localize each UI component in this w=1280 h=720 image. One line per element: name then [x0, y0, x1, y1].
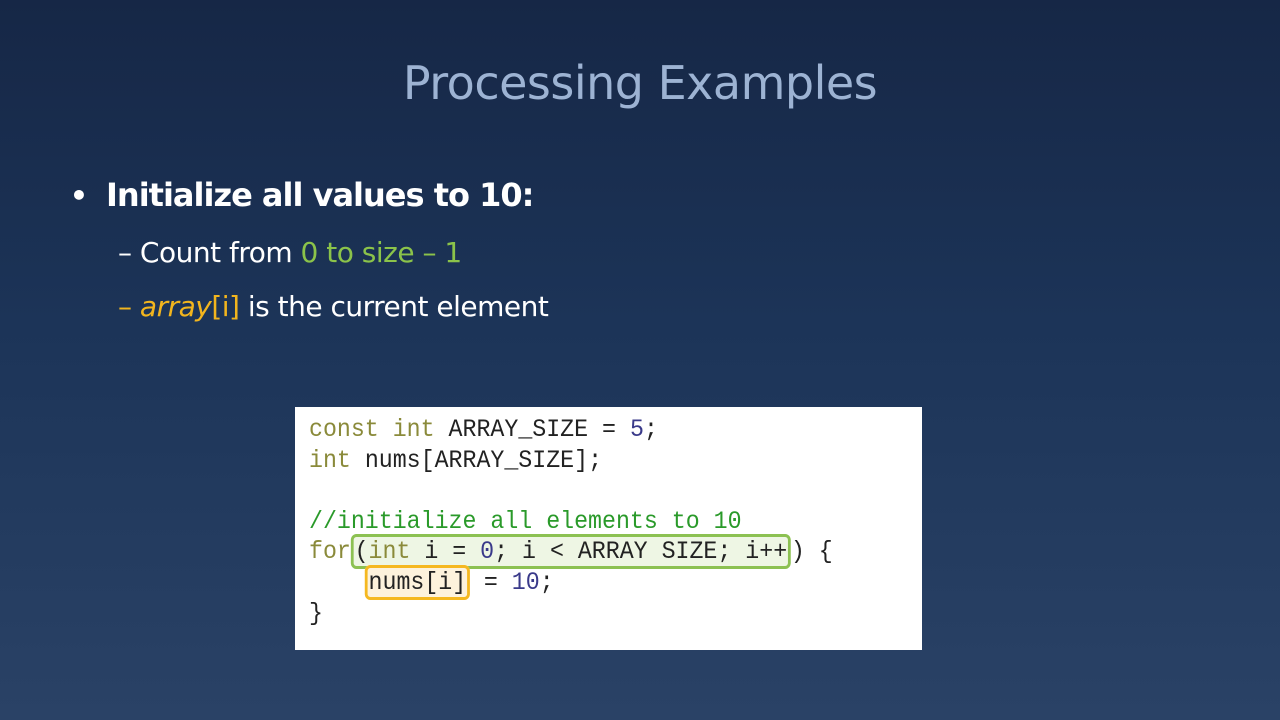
code-number: 10	[511, 567, 540, 597]
code-declaration: nums[ARRAY_SIZE];	[364, 445, 603, 475]
code-punct: ;	[643, 415, 658, 444]
code-keyword: int	[368, 537, 411, 567]
code-punct: }	[309, 598, 323, 628]
code-number: 0	[480, 537, 495, 567]
code-number: 5	[629, 415, 644, 444]
code-operator: =	[469, 567, 512, 597]
code-comment: //initialize all elements to 10	[309, 506, 742, 536]
dash: –	[118, 236, 140, 269]
code-keyword: int	[392, 415, 435, 444]
code-snippet: const int ARRAY_SIZE = 5; int nums[ARRAY…	[295, 407, 922, 650]
element-highlight: nums[i]	[364, 564, 470, 600]
subbullet-element: – array[i] is the current element	[118, 290, 549, 323]
main-bullet-text: Initialize all values to 10:	[106, 176, 534, 214]
code-keyword: const	[309, 415, 379, 444]
code-punct: (	[354, 537, 369, 567]
subbullet-count-prefix: Count from	[139, 236, 301, 269]
code-keyword: for	[309, 537, 351, 567]
subbullet-count: – Count from 0 to size – 1	[118, 236, 462, 269]
code-loop-var: i =	[410, 537, 481, 567]
bullet-dot: •	[70, 178, 88, 212]
code-punct: )	[790, 537, 805, 567]
code-punct: {	[804, 537, 833, 567]
subbullet-element-suffix: is the current element	[239, 290, 549, 323]
code-identifier: ARRAY_SIZE	[448, 415, 589, 444]
code-text: const int ARRAY_SIZE = 5; int nums[ARRAY…	[309, 415, 833, 629]
code-keyword: int	[309, 445, 351, 475]
code-loop-condition: ; i < ARRAY SIZE; i++	[494, 537, 788, 567]
subbullet-count-range: 0 to size – 1	[300, 236, 463, 269]
subbullet-array-word: array	[139, 290, 212, 323]
code-punct: ;	[539, 567, 554, 597]
slide-title: Processing Examples	[402, 56, 878, 110]
loop-header-highlight: (int i = 0; i < ARRAY SIZE; i++	[350, 534, 791, 570]
dash: –	[118, 290, 140, 323]
code-operator: =	[602, 415, 617, 444]
subbullet-array-index: [i]	[211, 290, 240, 323]
main-bullet: • Initialize all values to 10:	[70, 176, 534, 214]
